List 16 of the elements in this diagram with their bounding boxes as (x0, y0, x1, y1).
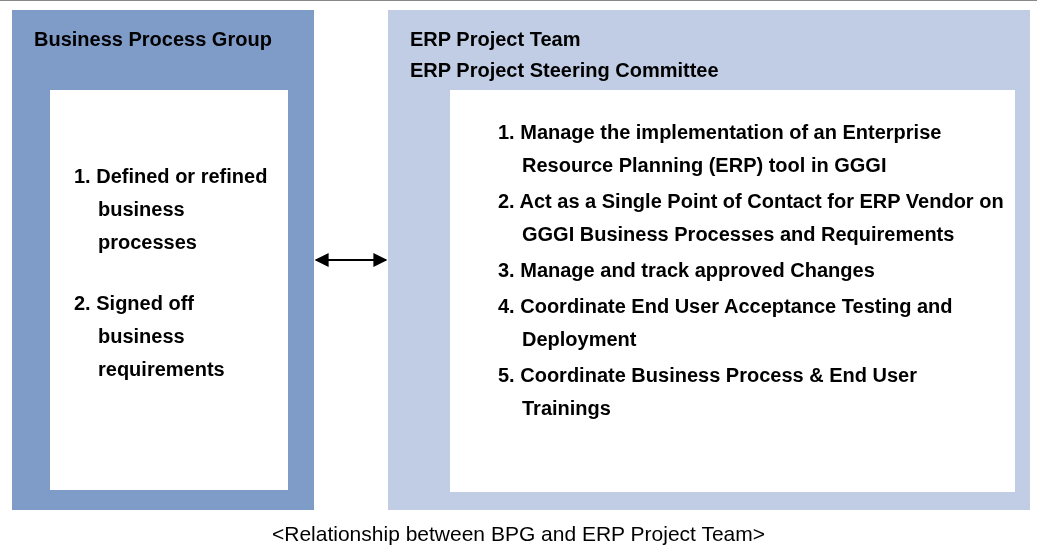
panel-heading: ERP Project Team (410, 27, 582, 52)
group-panel (12, 10, 314, 510)
list-item: 3. Manage and track approved Changes (498, 258, 876, 283)
list-item: 5. Coordinate Business Process & End User Trainings (498, 363, 919, 421)
content-box (450, 90, 1015, 492)
panel-heading: Business Process Group (34, 27, 273, 52)
list-item: 1. Defined or refined business processes (74, 164, 269, 255)
caption: <Relationship between BPG and ERP Project Team> (271, 521, 766, 546)
list-item: 2. Act as a Single Point of Contact for ERP Vendor on GGGI Business Processes and Requirements (498, 189, 1005, 247)
list-item: 1. Manage the implementation of an Enterprise Resource Planning (ERP) tool in GGGI (498, 120, 943, 178)
list-item: 2. Signed off business requirements (74, 291, 226, 382)
double-arrow (314, 253, 388, 267)
list-item: 4. Coordinate End User Acceptance Testing and Deployment (498, 294, 954, 352)
content-box (50, 90, 288, 490)
panel-heading: ERP Project Steering Committee (410, 58, 720, 83)
group-panel (388, 10, 1030, 510)
